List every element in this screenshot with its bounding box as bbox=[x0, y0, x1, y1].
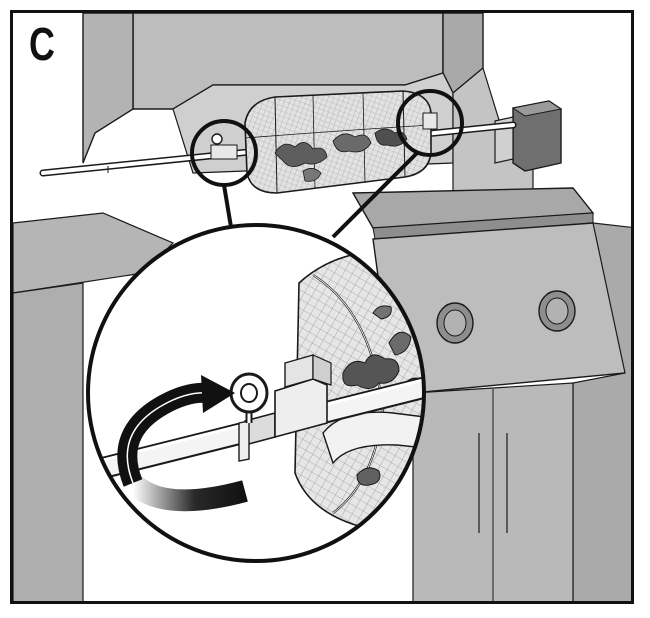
callout-leader bbox=[331, 151, 419, 239]
callout-circle-icon bbox=[396, 89, 464, 157]
step-label: C bbox=[29, 18, 55, 70]
rotisserie-motor bbox=[494, 100, 563, 172]
basket-fork bbox=[210, 112, 438, 160]
callout-leader bbox=[222, 184, 233, 228]
control-knob bbox=[436, 302, 474, 344]
diagram-frame: C bbox=[10, 10, 634, 604]
rotation-arrow-icon bbox=[117, 375, 248, 512]
wing-nut-icon bbox=[229, 372, 269, 423]
grill-illustration bbox=[13, 13, 631, 601]
control-knob bbox=[538, 290, 576, 332]
rotisserie-basket bbox=[244, 90, 432, 194]
magnified-callout bbox=[86, 223, 426, 563]
